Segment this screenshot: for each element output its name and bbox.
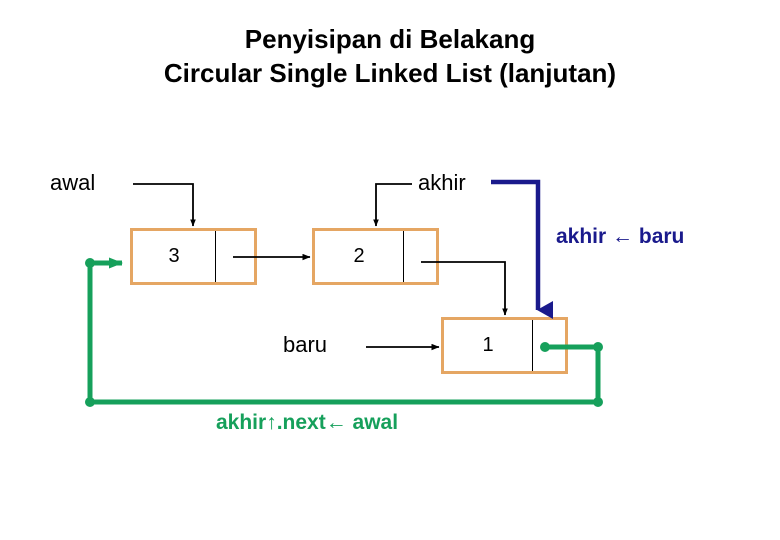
node-value-3: 3 xyxy=(168,245,180,267)
node-value-1: 1 xyxy=(482,334,494,356)
label-assign-akhir-baru: akhir ← baru xyxy=(556,225,685,248)
node-box-3: 3 xyxy=(130,228,257,285)
title-line-2: Circular Single Linked List (lanjutan) xyxy=(163,58,617,88)
green-corner-dot-bottom-right xyxy=(593,397,603,407)
green-corner-dot-right xyxy=(593,342,603,352)
node-box-2: 2 xyxy=(312,228,439,285)
label-awal: awal xyxy=(50,170,96,195)
node-divider-1 xyxy=(532,320,533,371)
awal-pointer-line xyxy=(133,183,196,227)
akhir-pointer-line xyxy=(373,183,412,227)
akhir-new-pointer-line xyxy=(491,179,553,319)
green-corner-dot-bottom-left xyxy=(85,397,95,407)
node-value-2: 2 xyxy=(353,245,365,267)
title-line-1: Penyisipan di Belakang xyxy=(244,24,536,54)
node-divider-3 xyxy=(215,231,216,282)
node-box-1: 1 xyxy=(441,317,568,374)
label-assign-akhir-next-awal: akhir↑.next← awal xyxy=(216,411,399,434)
page-title: Penyisipan di Belakang Circular Single L… xyxy=(0,22,780,90)
label-baru: baru xyxy=(283,332,328,357)
label-akhir: akhir xyxy=(418,170,466,195)
node-divider-2 xyxy=(403,231,404,282)
green-corner-dot-top-left xyxy=(85,258,95,268)
